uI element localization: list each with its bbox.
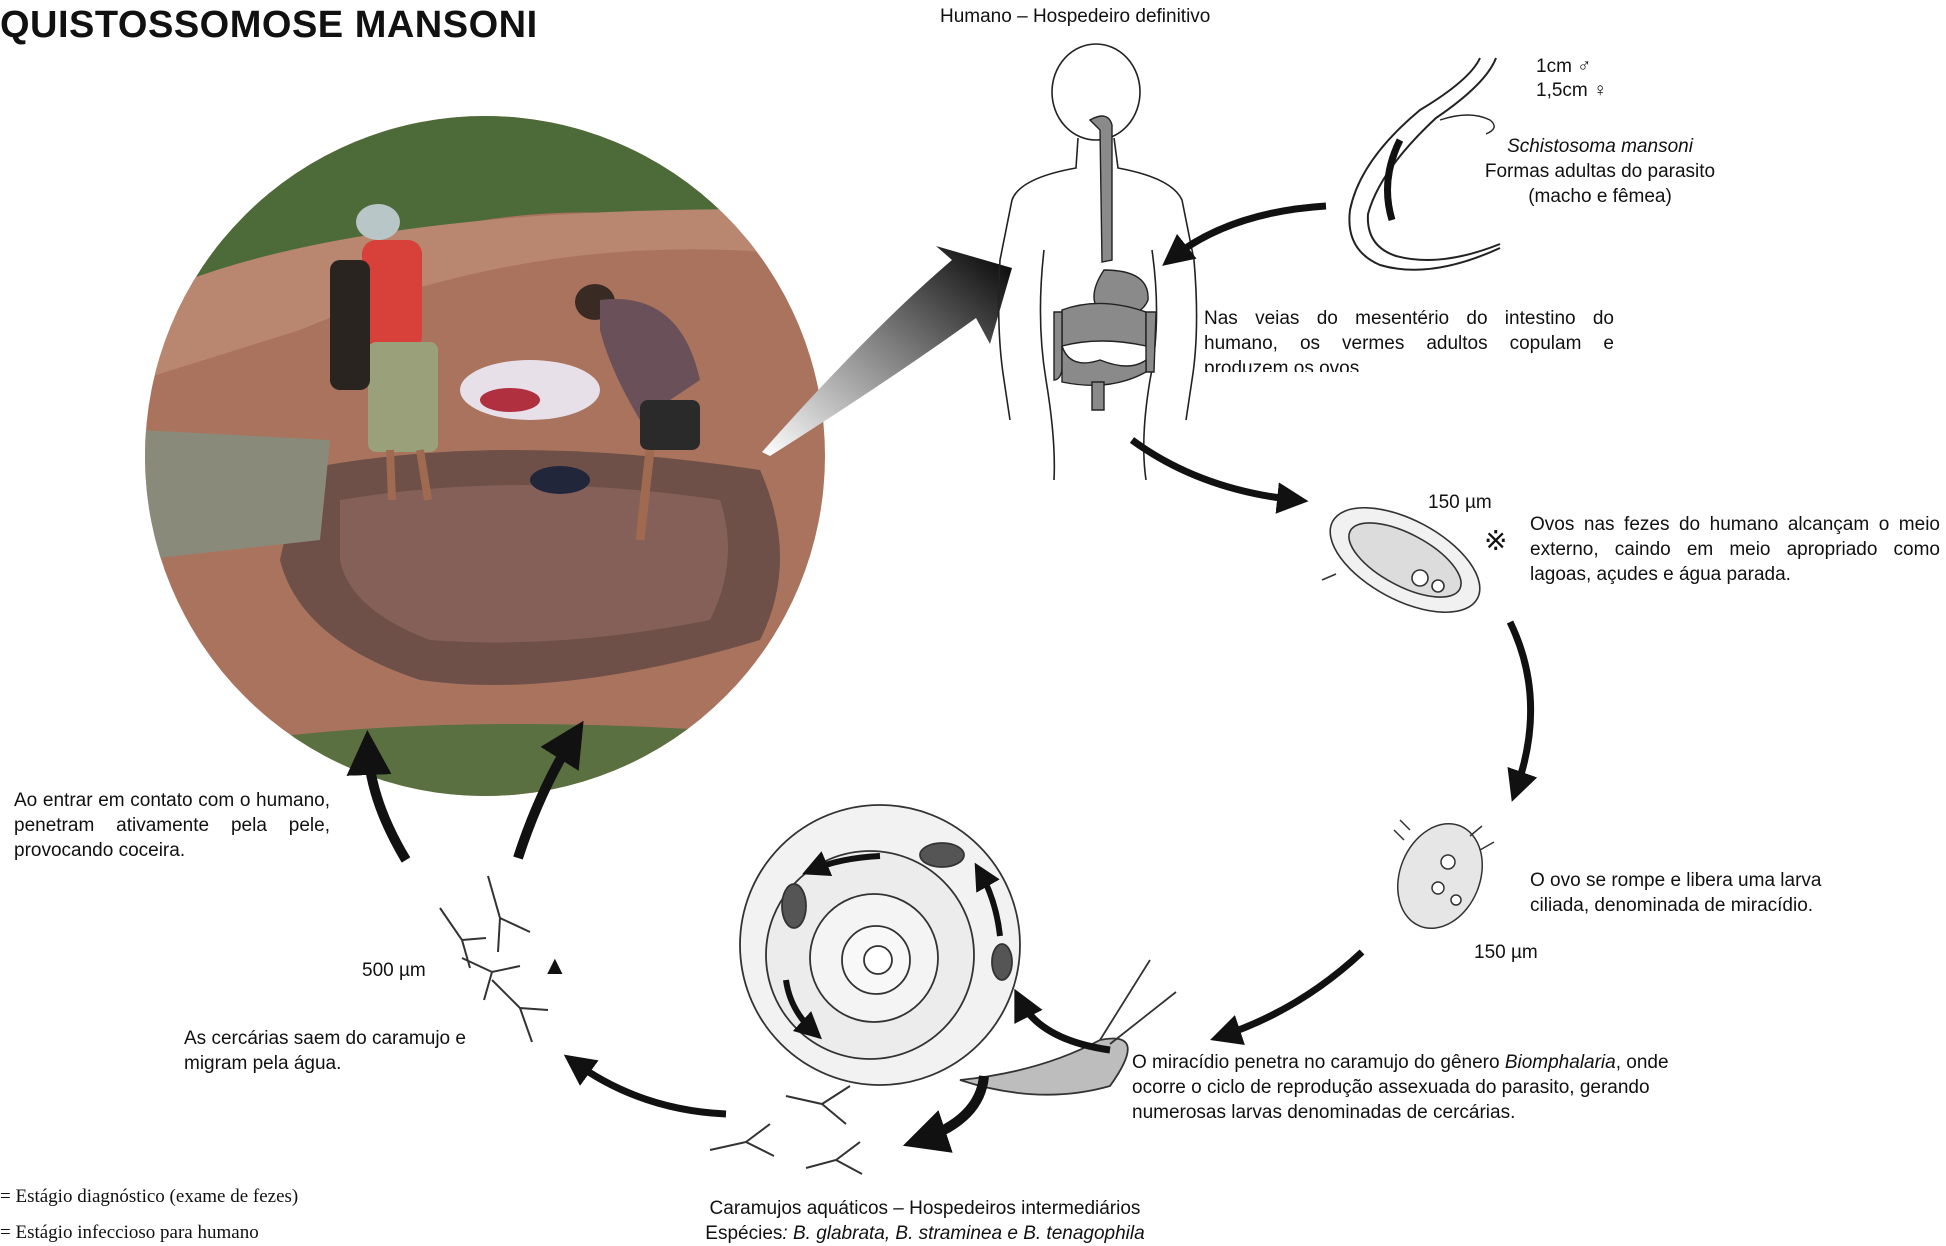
mesentery-caption: Nas veias do mesentério do intestino do … [1204, 306, 1614, 372]
snail-figure [740, 805, 1176, 1095]
worm-description: Schistosoma mansoni Formas adultas do pa… [1470, 134, 1730, 209]
snail-penetration-text-1: O miracídio penetra no caramujo do gêner… [1132, 1052, 1505, 1073]
cercariae-group [710, 1086, 862, 1174]
arrow-snail-to-cercariae [920, 1076, 984, 1140]
digestive-tract [1054, 116, 1156, 410]
arrow-miracidium-to-snail [1222, 952, 1362, 1036]
snail-host-caption: Caramujos aquáticos – Hospedeiros interm… [640, 1196, 1210, 1246]
infective-stage-marker: ▲ [542, 950, 568, 981]
water-contact-photo [140, 110, 840, 810]
diagnostic-stage-marker: ※ [1484, 524, 1507, 557]
arrow-worms-to-human [1172, 206, 1326, 258]
miracidium-caption: O ovo se rompe e libera uma larva ciliad… [1530, 868, 1880, 918]
worm-size-female: 1,5cm ♀ [1536, 78, 1607, 103]
cercariae-size-label: 500 µm [362, 958, 426, 983]
snail-penetration-caption: O miracídio penetra no caramujo do gêner… [1132, 1050, 1702, 1125]
eggs-caption: Ovos nas fezes do humano alcançam o meio… [1530, 512, 1940, 587]
miracidium-figure [1383, 811, 1498, 941]
arrow-eggs-to-miracidium [1510, 622, 1531, 790]
human-host-label: Humano – Hospedeiro definitivo [940, 4, 1250, 29]
worm-size-male: 1cm ♂ [1536, 54, 1591, 79]
snail-genus: Biomphalaria [1505, 1052, 1616, 1073]
arrow-human-to-eggs [1132, 440, 1296, 500]
cercariae-exit-caption: As cercárias saem do caramujo e migram p… [184, 1026, 514, 1076]
snail-host-line1: Caramujos aquáticos – Hospedeiros interm… [710, 1198, 1141, 1219]
arrow-cercariae-to-water [574, 1062, 726, 1114]
skin-penetration-caption: Ao entrar em contato com o humano, penet… [14, 788, 330, 863]
free-cercariae-figure [440, 876, 548, 1042]
legend-diagnostic: = Estágio diagnóstico (exame de fezes) [0, 1186, 298, 1208]
worm-line2: (macho e fêmea) [1528, 186, 1672, 207]
egg-size-label: 150 µm [1428, 490, 1492, 515]
worm-line1: Formas adultas do parasito [1485, 161, 1715, 182]
worm-species-name: Schistosoma mansoni [1507, 136, 1693, 157]
miracidium-size-label: 150 µm [1474, 940, 1538, 965]
human-body-figure [999, 44, 1197, 480]
